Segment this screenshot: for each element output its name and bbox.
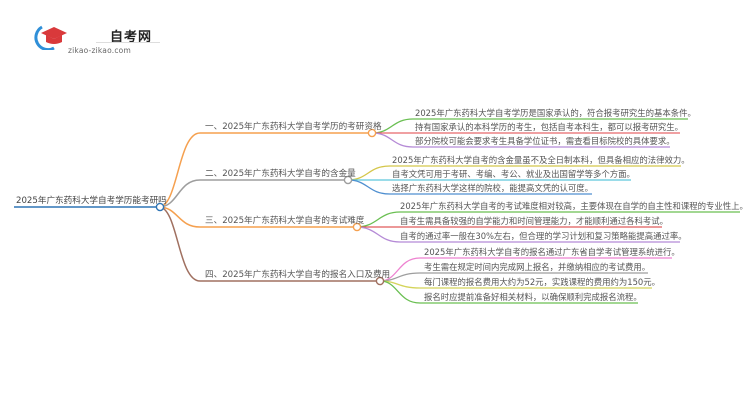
mindmap-root-node[interactable]: 2025年广东药科大学自考学历能考研吗 [16, 196, 167, 206]
leaf-node[interactable]: 自考生需具备较强的自学能力和时间管理能力，才能顺利通过各科考试。 [400, 216, 668, 226]
branch-node-3[interactable]: 三、2025年广东药科大学自考的考试难度 [205, 216, 365, 226]
graduation-cap-icon [34, 25, 67, 50]
leaf-node[interactable]: 报名时应提前准备好相关材料，以确保顺利完成报名流程。 [424, 292, 642, 302]
branch-node-4[interactable]: 四、2025年广东药科大学自考的报名入口及费用 [205, 270, 391, 280]
branch-node-1[interactable]: 一、2025年广东药科大学自考学历的考研资格 [205, 122, 382, 132]
leaf-node[interactable]: 选择广东药科大学这样的院校，能提高文凭的认可度。 [392, 183, 593, 193]
site-logo[interactable]: 自考网 zikao-zikao.com [30, 22, 160, 55]
logo-divider [96, 42, 160, 43]
leaf-node[interactable]: 自考的通过率一般在30%左右，但合理的学习计划和复习策略能提高通过率。 [400, 231, 687, 241]
leaf-node[interactable]: 2025年广东药科大学自考的考试难度相对较高，主要体现在自学的自主性和课程的专业… [400, 201, 748, 211]
logo-title: 自考网 [110, 30, 153, 45]
leaf-node[interactable]: 2025年广东药科大学自考学历是国家承认的，符合报考研究生的基本条件。 [415, 108, 696, 118]
leaf-node[interactable]: 考生需在规定时间内完成网上报名，并缴纳相应的考试费用。 [424, 262, 651, 272]
leaf-node[interactable]: 部分院校可能会要求考生具备学位证书，需查看目标院校的具体要求。 [415, 136, 675, 146]
logo-url: zikao-zikao.com [68, 46, 131, 55]
leaf-node[interactable]: 持有国家承认的本科学历的考生，包括自考本科生，都可以报考研究生。 [415, 122, 683, 132]
leaf-node[interactable]: 每门课程的报名费用大约为52元，实践课程的费用约为150元。 [424, 277, 661, 287]
leaf-node[interactable]: 2025年广东药科大学自考的报名通过广东省自学考试管理系统进行。 [424, 247, 680, 257]
leaf-node[interactable]: 2025年广东药科大学自考的含金量虽不及全日制本科，但具备相应的法律效力。 [392, 155, 690, 165]
branch-node-2[interactable]: 二、2025年广东药科大学自考的含金量 [205, 169, 356, 179]
leaf-node[interactable]: 自考文凭可用于考研、考编、考公、就业及出国留学等多个方面。 [392, 169, 635, 179]
